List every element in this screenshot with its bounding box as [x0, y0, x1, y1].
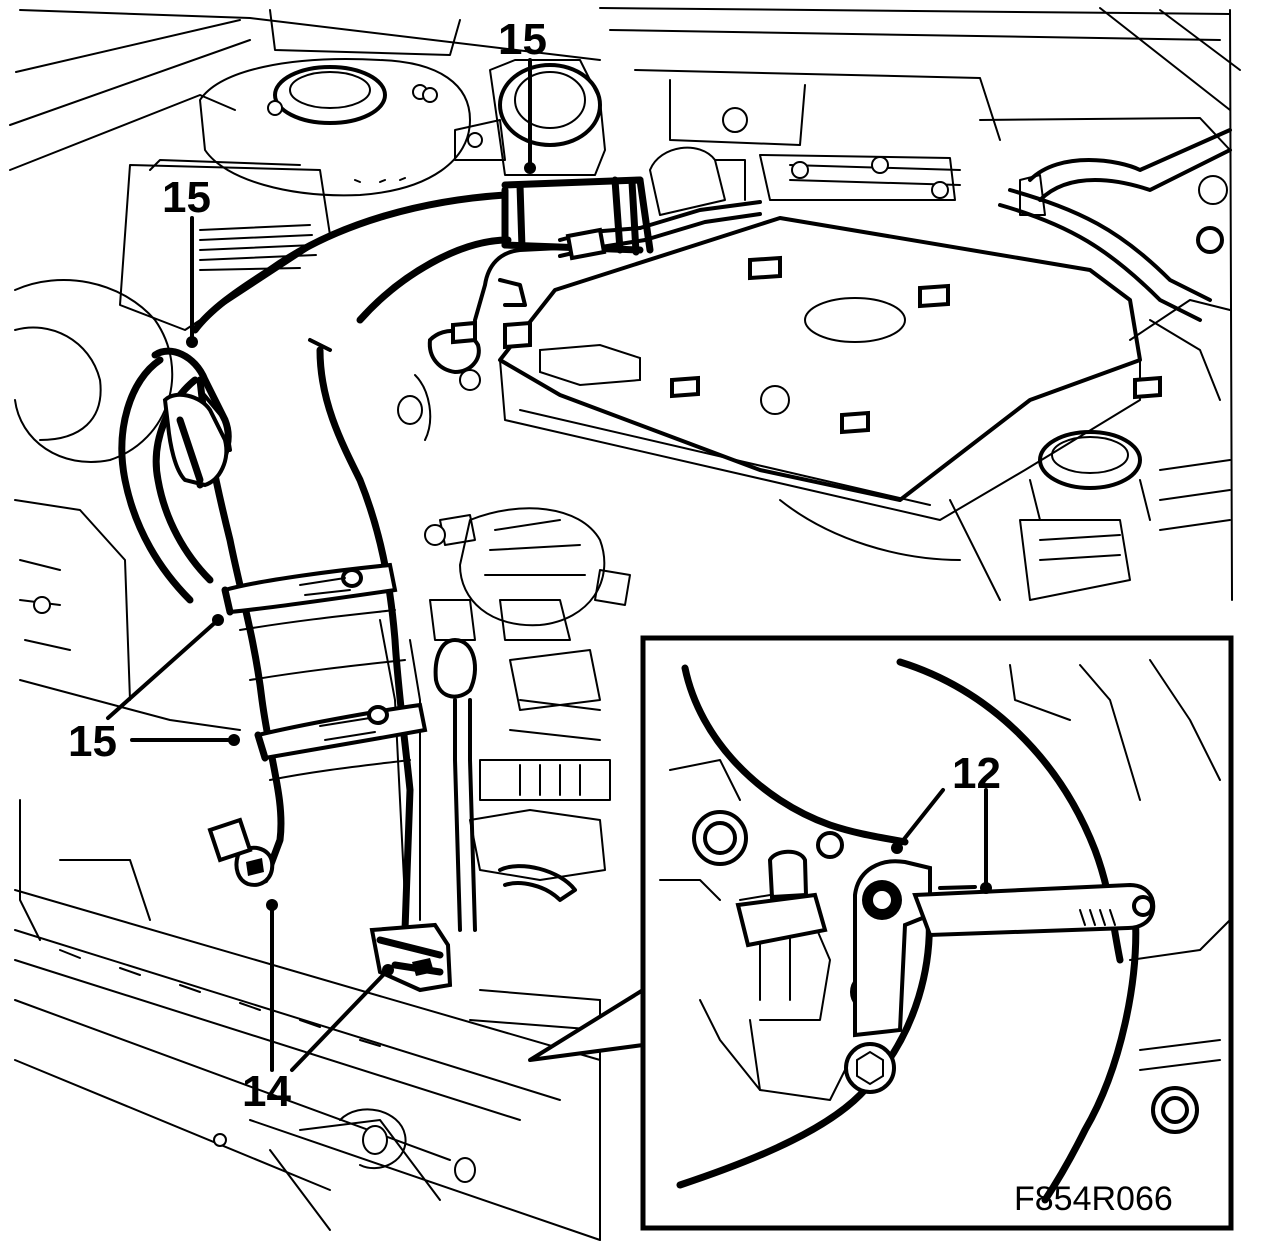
- detail-inset: 12 F854R066: [528, 635, 1234, 1231]
- figure-code: F854R066: [1014, 1180, 1173, 1218]
- breather-hose: [118, 347, 232, 604]
- callout-15-top: 15: [498, 15, 547, 64]
- callout-15-left: 15: [68, 717, 117, 766]
- hose-bracket: [207, 817, 453, 993]
- callout-14: 14: [242, 1067, 291, 1116]
- callout-leaders: [106, 58, 536, 1072]
- callout-12: 12: [952, 749, 1001, 798]
- callout-15-upper-left: 15: [162, 173, 211, 222]
- pcv-pipe: [397, 200, 762, 441]
- engine-bay-background: [9, 7, 1241, 1241]
- intake-air-hose: [191, 176, 654, 934]
- inset-drawing: [659, 658, 1231, 1204]
